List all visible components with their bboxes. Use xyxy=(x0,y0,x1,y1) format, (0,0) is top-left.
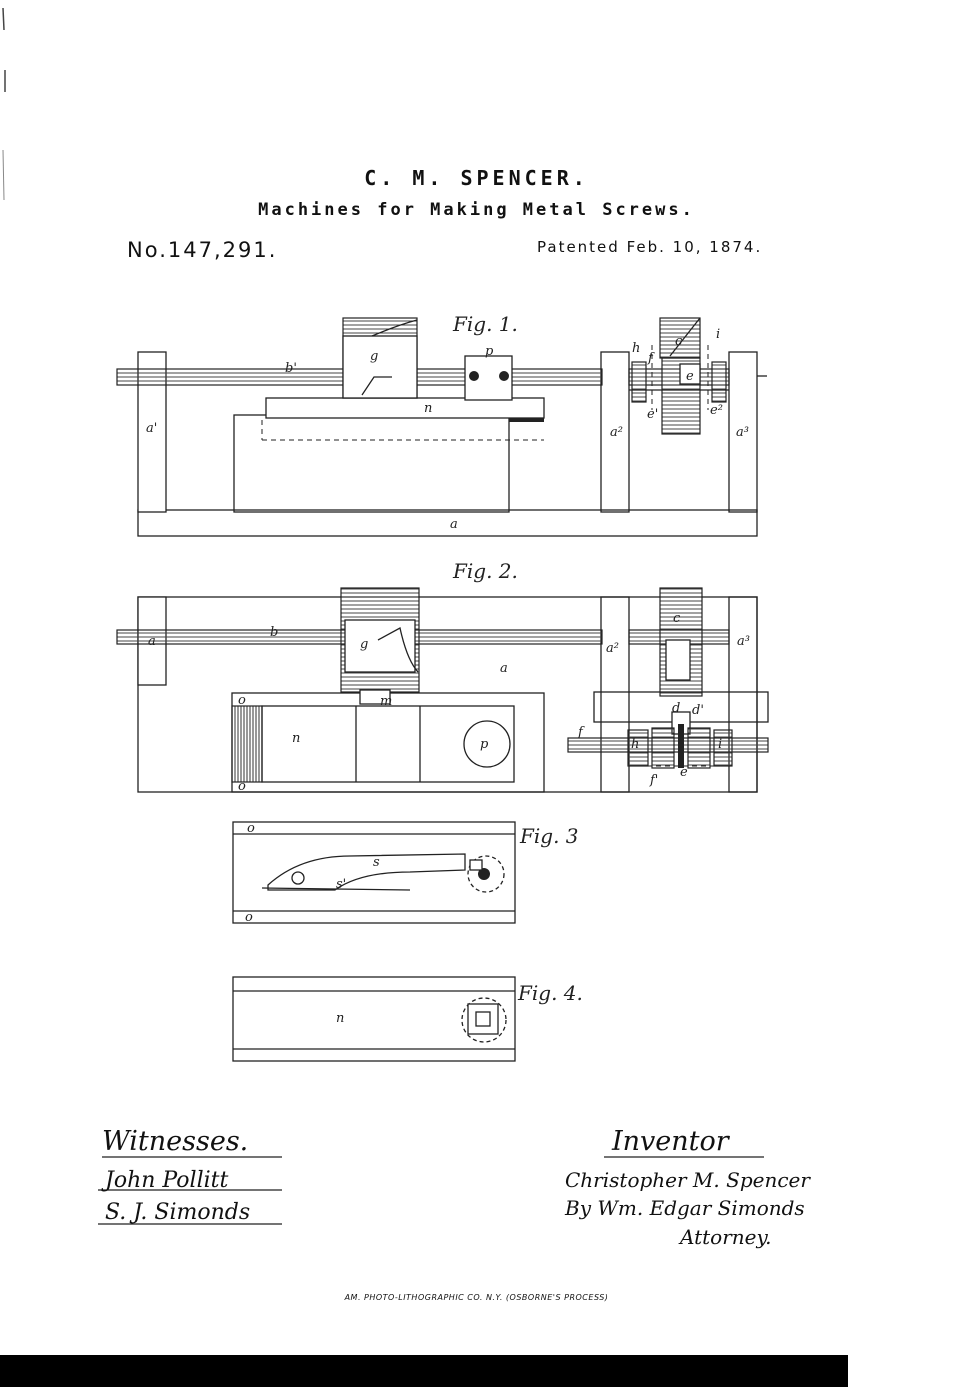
label-e-prime: e' xyxy=(647,407,658,422)
label-a-prime: a' xyxy=(146,421,157,436)
attorney-signature: By Wm. Edgar Simonds xyxy=(565,1196,805,1220)
label-p: p xyxy=(485,344,494,359)
fig1-drawing: Fig. 1. a' b' g p n a a² a³ c h f e e' e… xyxy=(116,312,767,537)
label-a-fig2-left: a xyxy=(148,634,156,649)
label-n-fig2: n xyxy=(292,731,300,746)
label-o-fig2-top: o xyxy=(238,693,246,708)
patent-number: No.147,291. xyxy=(127,238,278,262)
label-a2-fig1: a² xyxy=(610,425,623,440)
witnesses-heading: Witnesses. xyxy=(102,1126,249,1157)
label-i-fig1: i xyxy=(716,327,720,342)
patent-date: Patented Feb. 10, 1874. xyxy=(537,238,763,256)
label-o-fig3-bottom: o xyxy=(245,910,253,925)
label-g: g xyxy=(370,349,378,364)
label-s: s xyxy=(373,855,380,870)
label-a-fig1: a xyxy=(450,517,458,532)
witness-signature-1: John Pollitt xyxy=(105,1168,229,1193)
label-p-fig2: p xyxy=(480,737,489,752)
label-e2: e² xyxy=(710,403,723,418)
label-a3-fig2: a³ xyxy=(737,634,750,649)
fig2-drawing: Fig. 2. a b g a a² a³ c d d' f f' h e i … xyxy=(116,559,769,794)
label-d: d xyxy=(672,701,680,716)
label-f-fig1: f xyxy=(647,351,655,366)
label-c-fig1: c xyxy=(675,334,683,349)
label-g-fig2: g xyxy=(360,637,368,652)
label-e-fig1: e xyxy=(686,369,694,384)
printer-credit: AM. PHOTO-LITHOGRAPHIC CO. N.Y. (OSBORNE… xyxy=(344,1293,609,1302)
label-a3-fig1: a³ xyxy=(736,425,749,440)
label-b-prime: b' xyxy=(285,361,297,376)
label-e-fig2: e xyxy=(680,765,688,780)
label-h-fig1: h xyxy=(632,341,640,356)
label-o-fig3-top: o xyxy=(247,821,255,836)
label-c-fig2: c xyxy=(673,611,681,626)
fig4-drawing: Fig. 4. n xyxy=(232,976,583,1062)
label-d-prime: d' xyxy=(692,703,704,718)
inventor-heading: Inventor xyxy=(612,1126,729,1157)
fig2-label: Fig. 2. xyxy=(452,559,518,583)
label-a-fig2: a xyxy=(500,661,508,676)
label-s-prime: s' xyxy=(336,877,346,892)
label-m: m xyxy=(380,694,392,709)
inventor-name: C. M. SPENCER. xyxy=(364,166,589,190)
label-n-fig1: n xyxy=(424,401,432,416)
patent-title: Machines for Making Metal Screws. xyxy=(258,200,695,220)
scan-bottom-bar xyxy=(0,1355,848,1387)
label-i-fig2: i xyxy=(718,737,722,752)
fig3-drawing: Fig. 3 o o s s' xyxy=(232,821,579,925)
label-o-fig2-bottom: o xyxy=(238,779,246,794)
scan-edge-marks xyxy=(2,7,6,201)
label-b: b xyxy=(270,625,278,640)
label-a2-fig2: a² xyxy=(606,641,619,656)
witness-signature-2: S. J. Simonds xyxy=(105,1200,251,1225)
label-f-prime: f' xyxy=(649,773,658,788)
fig1-label: Fig. 1. xyxy=(452,312,518,336)
fig4-label: Fig. 4. xyxy=(517,981,583,1005)
label-f-fig2: f xyxy=(577,725,585,740)
attorney-label: Attorney. xyxy=(680,1225,772,1249)
inventor-signature: Christopher M. Spencer xyxy=(565,1168,810,1192)
label-h-fig2: h xyxy=(631,737,639,752)
fig3-label: Fig. 3 xyxy=(519,824,579,848)
label-n-fig4: n xyxy=(336,1011,344,1026)
